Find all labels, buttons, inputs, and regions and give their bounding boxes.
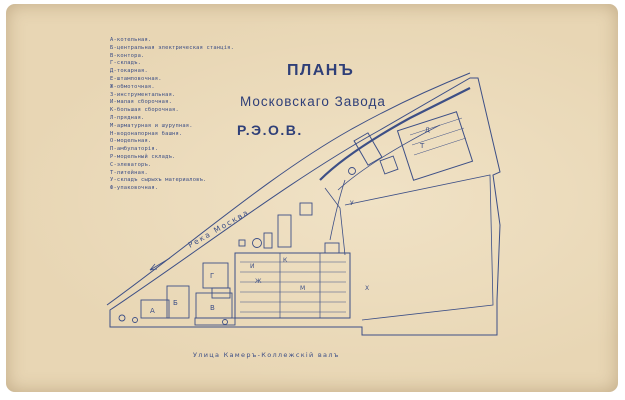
legend-item: Б-центральная электрическая станцiя. bbox=[110, 44, 235, 51]
svg-text:А: А bbox=[150, 307, 155, 315]
svg-text:К: К bbox=[283, 257, 288, 264]
building-b bbox=[166, 285, 190, 319]
street-label: Улица Камеръ-Коллежскiй валъ bbox=[193, 351, 340, 359]
river-label: Река Москва bbox=[187, 207, 251, 249]
building-a bbox=[140, 299, 170, 319]
legend-item: Д-токарная. bbox=[110, 68, 148, 75]
svg-text:Д: Д bbox=[425, 127, 430, 134]
river-bank bbox=[106, 72, 471, 306]
building-main-works bbox=[234, 252, 351, 319]
svg-text:М: М bbox=[300, 285, 305, 292]
svg-text:Б: Б bbox=[173, 299, 178, 307]
legend-item: З-инструментальная. bbox=[110, 91, 176, 98]
svg-text:В: В bbox=[210, 304, 215, 312]
legend-item: К-большая сборочная. bbox=[110, 107, 179, 114]
svg-text:Ж: Ж bbox=[255, 278, 262, 285]
legend-item: Ф-упаковочная. bbox=[110, 185, 159, 192]
legend-item: Т-литейная. bbox=[110, 169, 148, 176]
legend-item: Ж-обмоточная. bbox=[110, 83, 155, 90]
railway-track bbox=[319, 87, 471, 181]
legend-item: П-амбулаторiя. bbox=[110, 146, 159, 153]
svg-text:Г: Г bbox=[210, 272, 214, 280]
legend-item: В-контора. bbox=[110, 52, 145, 59]
legend-item: С-элеваторъ. bbox=[110, 161, 152, 168]
legend-item: Г-складъ. bbox=[110, 60, 142, 67]
building-d bbox=[211, 287, 231, 299]
legend-item: И-малая сборочная. bbox=[110, 99, 173, 106]
legend-item: Р-модельный складъ. bbox=[110, 153, 176, 160]
svg-text:У: У bbox=[350, 200, 354, 207]
turntable bbox=[348, 167, 356, 175]
building-elevator bbox=[353, 132, 383, 166]
svg-text:Х: Х bbox=[365, 285, 369, 292]
plan-subtitle: Московскаго Завода bbox=[240, 94, 386, 109]
legend-item: А-котельная. bbox=[110, 37, 152, 43]
building-g bbox=[202, 262, 229, 289]
svg-text:И: И bbox=[250, 263, 255, 270]
legend-item: Л-прядная. bbox=[110, 114, 145, 121]
river-label-text: Река Москва bbox=[187, 207, 251, 249]
building-t bbox=[396, 111, 474, 181]
legend-item: У-складъ сырыхъ материаловъ. bbox=[110, 177, 207, 184]
river-flow-arrow bbox=[149, 257, 171, 271]
company-name: Р.Э.О.В. bbox=[237, 122, 303, 138]
site-boundary bbox=[109, 77, 501, 336]
blueprint-card bbox=[6, 4, 618, 392]
svg-text:Т: Т bbox=[419, 142, 425, 150]
legend-item: О-модельная. bbox=[110, 138, 152, 145]
legend-item: Н-водонапорная башня. bbox=[110, 130, 183, 137]
legend-item: М-арматурная и шурупная. bbox=[110, 122, 193, 129]
plan-title: ПЛАНЪ bbox=[287, 62, 355, 79]
water-tower bbox=[252, 238, 262, 248]
legend-item: Е-штамповочная. bbox=[110, 75, 162, 82]
legend: А-котельная. Б-центральная электрическая… bbox=[110, 37, 234, 193]
